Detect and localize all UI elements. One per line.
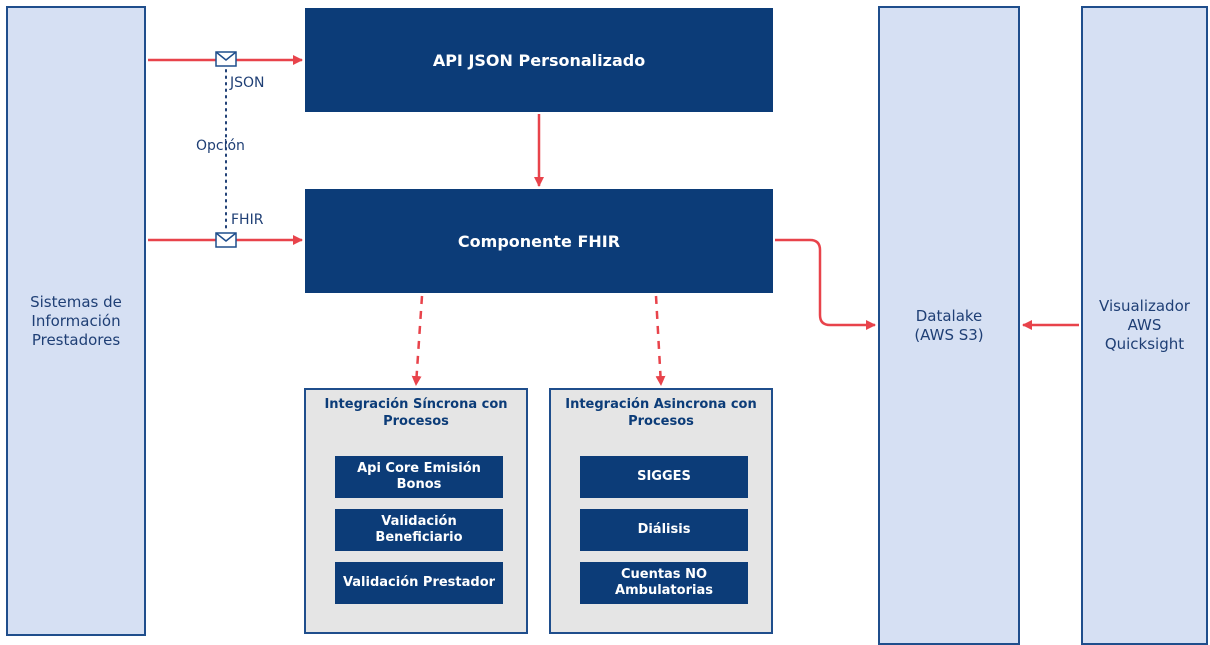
sync-integration-group: Integración Síncrona con Procesos Api Co… <box>304 388 528 634</box>
datalake-column: Datalake (AWS S3) <box>878 6 1020 645</box>
api-json-box: API JSON Personalizado <box>305 8 773 112</box>
async-item-cuentas: Cuentas NO Ambulatorias <box>580 562 748 604</box>
sync-item-api-core: Api Core Emisión Bonos <box>335 456 503 498</box>
async-item-dialisis: Diálisis <box>580 509 748 551</box>
visualizer-label: Visualizador AWS Quicksight <box>1099 297 1190 353</box>
visualizer-column: Visualizador AWS Quicksight <box>1081 6 1208 645</box>
fhir-label: FHIR <box>231 212 264 228</box>
sync-item-validacion-beneficiario: Validación Beneficiario <box>335 509 503 551</box>
json-label: JSON <box>230 75 265 91</box>
arrow-fhir-to-sync <box>411 295 424 386</box>
fhir-component-label: Componente FHIR <box>457 231 621 251</box>
async-integration-title: Integración Asincrona con Procesos <box>565 397 757 429</box>
arrow-fhir-to-datalake <box>775 238 876 330</box>
sync-integration-title: Integración Síncrona con Procesos <box>324 397 508 429</box>
async-item-sigges: SIGGES <box>580 456 748 498</box>
arrow-fhir-to-async <box>654 295 666 386</box>
envelope-icon <box>215 232 237 248</box>
fhir-component-box: Componente FHIR <box>305 189 773 293</box>
option-label: Opción <box>196 138 245 154</box>
datalake-label: Datalake (AWS S3) <box>914 306 984 344</box>
sync-item-validacion-prestador: Validación Prestador <box>335 562 503 604</box>
api-json-label: API JSON Personalizado <box>432 50 646 70</box>
info-systems-column: Sistemas de Información Prestadores <box>6 6 146 636</box>
info-systems-label: Sistemas de Información Prestadores <box>30 292 122 349</box>
envelope-icon <box>215 51 237 67</box>
async-integration-group: Integración Asincrona con Procesos SIGGE… <box>549 388 773 634</box>
